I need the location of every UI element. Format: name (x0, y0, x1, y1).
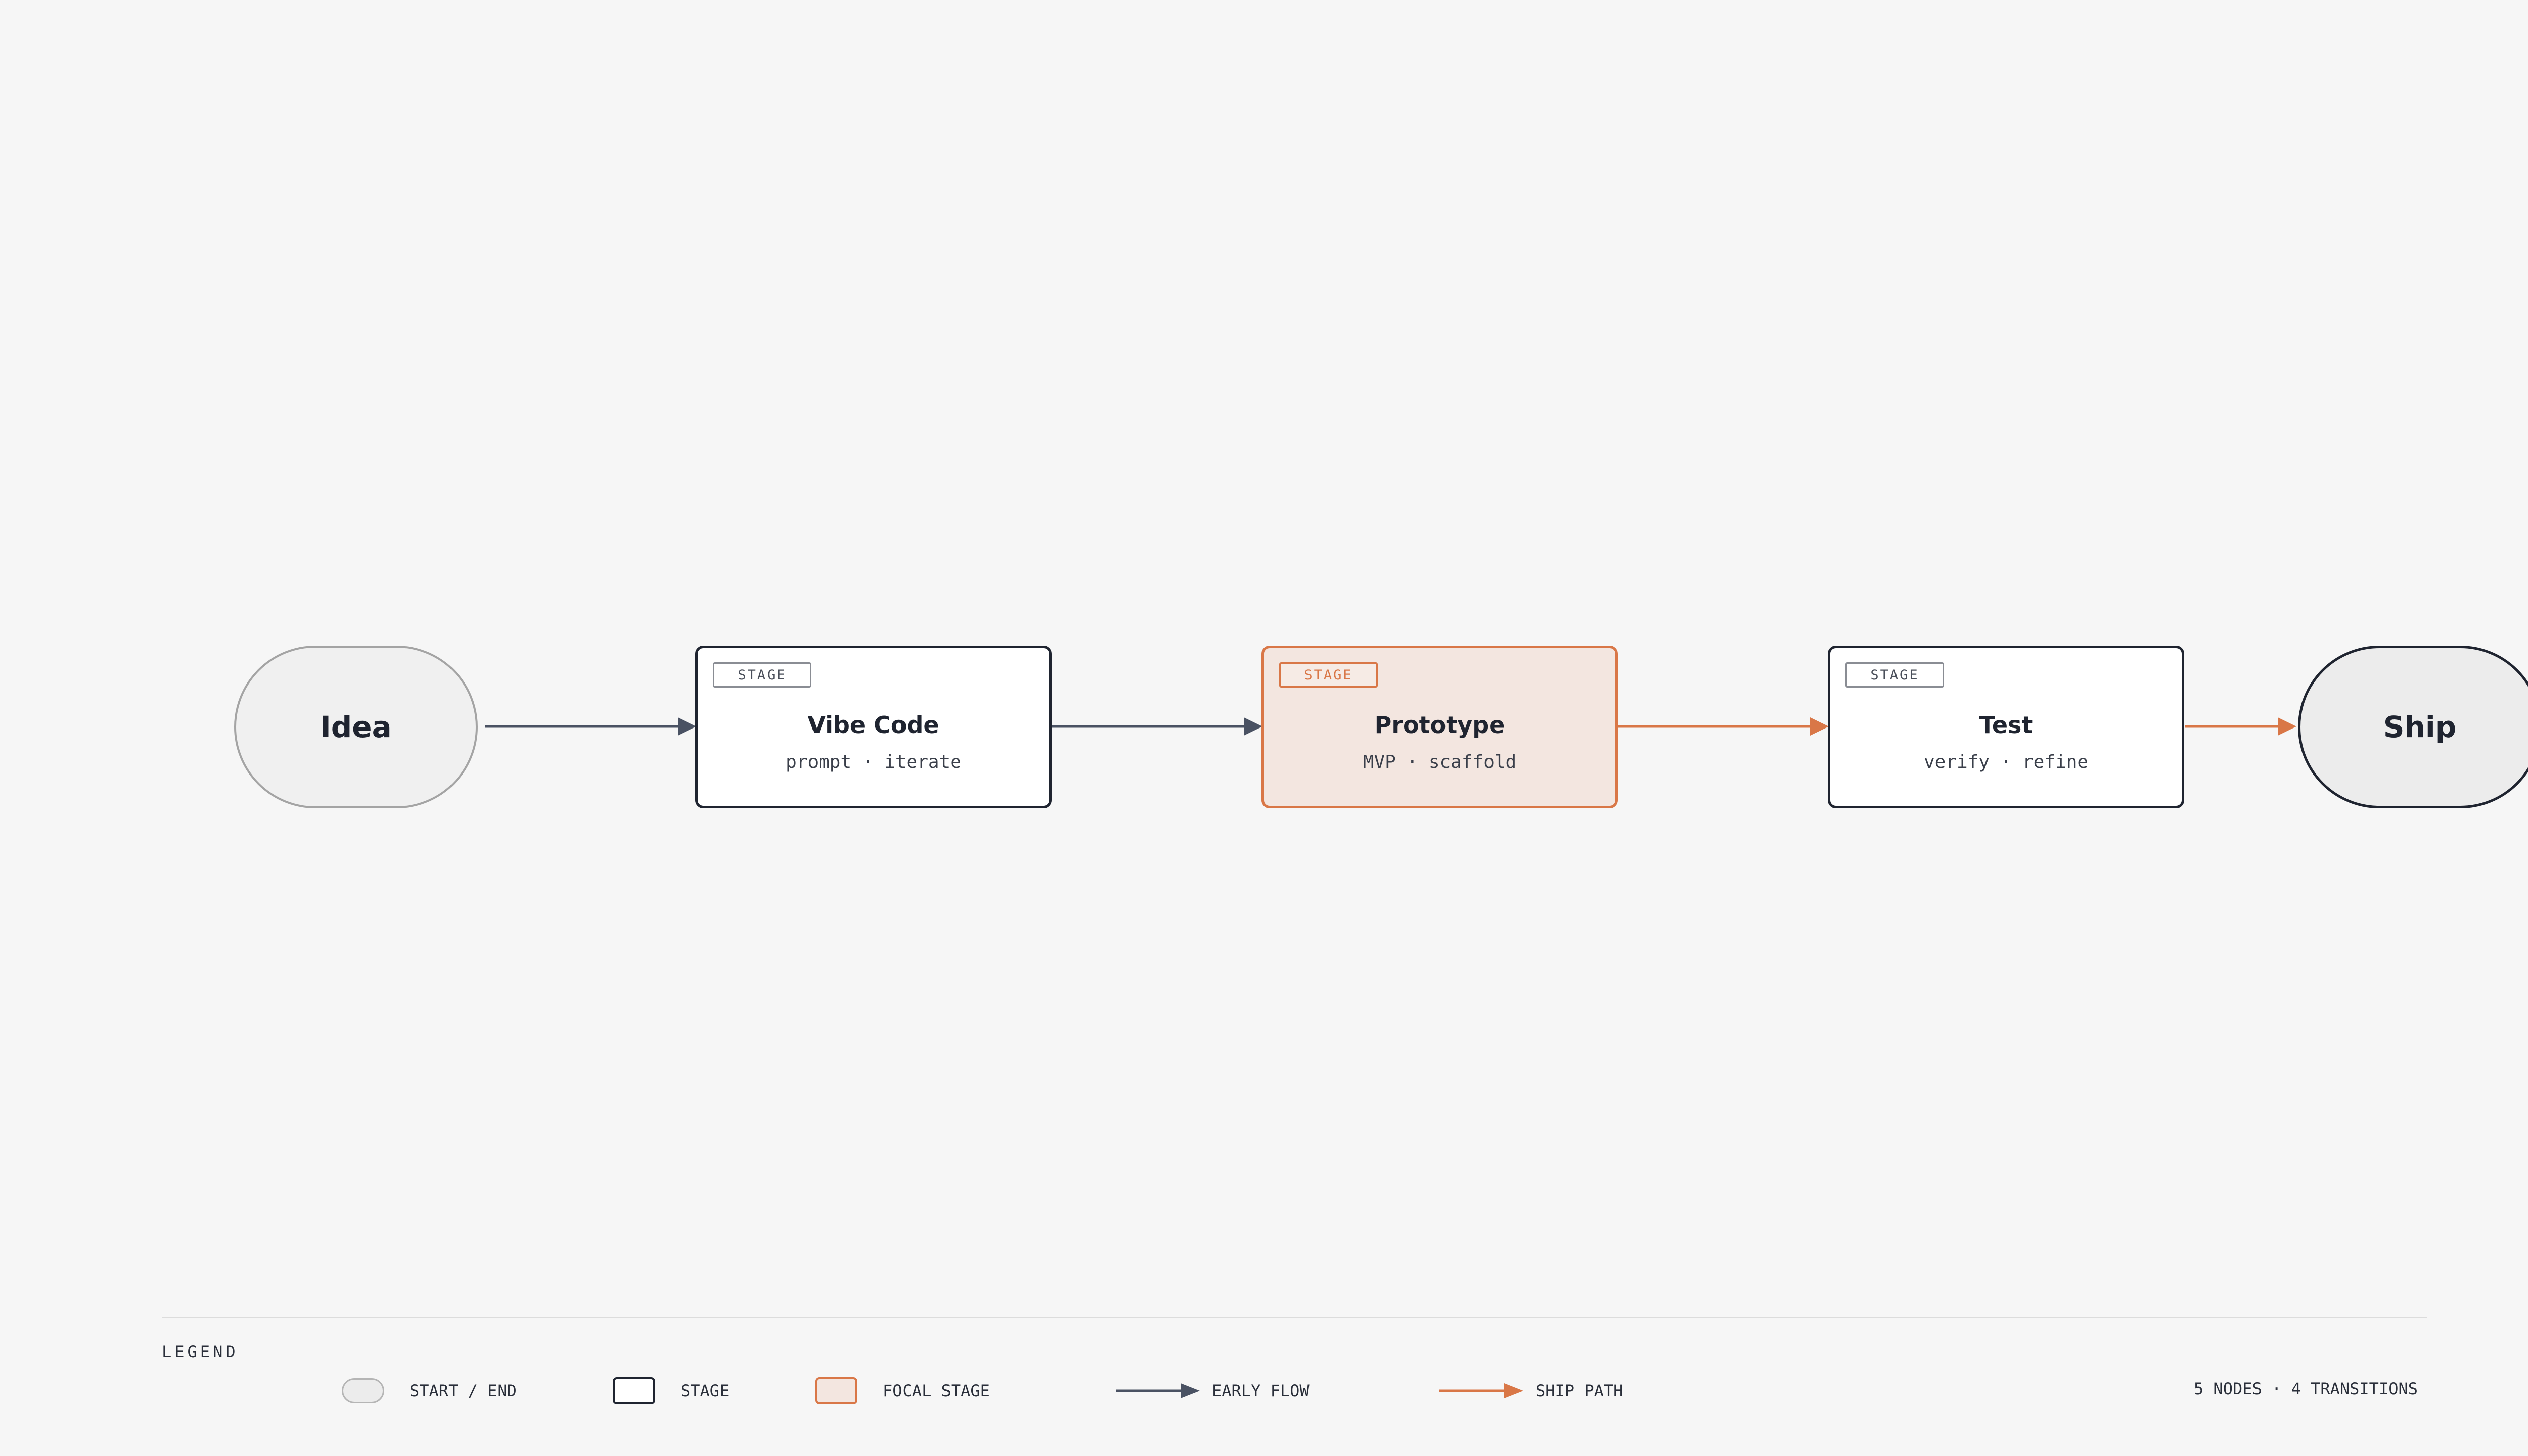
arrowhead-ship (1810, 717, 1829, 736)
legend-item-start-end: START / END (342, 1373, 517, 1409)
legend-label: START / END (410, 1381, 517, 1400)
stage-subtitle: prompt · iterate (786, 752, 961, 772)
stage-node-vibe-code[interactable]: STAGE Vibe Code prompt · iterate (695, 646, 1052, 808)
stage-subtitle: verify · refine (1923, 752, 2089, 772)
edge-vibe-code-to-prototype (1052, 717, 1262, 736)
edge-idea-to-vibe-code (485, 717, 696, 736)
legend-item-ship-path: SHIP PATH (1438, 1373, 1623, 1409)
end-node[interactable]: Ship (2298, 646, 2528, 808)
ship-path-arrow-icon (1439, 1383, 1523, 1398)
end-node-label: Ship (2383, 710, 2457, 744)
stage-node-prototype[interactable]: STAGE Prototype MVP · scaffold (1261, 646, 1618, 808)
stage-title: Test (1979, 711, 2033, 739)
stage-swatch-icon (613, 1377, 655, 1404)
legend-item-early-flow: EARLY FLOW (1115, 1373, 1310, 1409)
start-node-label: Idea (320, 710, 392, 744)
arrowhead-early (678, 717, 696, 736)
legend-label: STAGE (681, 1381, 730, 1400)
early-flow-arrow-icon (1116, 1383, 1200, 1398)
legend-divider (162, 1317, 2427, 1318)
arrowhead-ship (2278, 717, 2296, 736)
stage-title: Vibe Code (807, 711, 939, 739)
stage-node-test[interactable]: STAGE Test verify · refine (1828, 646, 2184, 808)
legend-item-stage: STAGE (613, 1373, 729, 1409)
legend-label: EARLY FLOW (1212, 1381, 1310, 1400)
edge-prototype-to-test (1618, 717, 1829, 736)
stage-title: Prototype (1374, 711, 1505, 739)
stage-tag: STAGE (1845, 662, 1944, 688)
legend-title: LEGEND (162, 1342, 239, 1361)
edge-test-to-ship (2185, 717, 2296, 736)
start-end-swatch-icon (342, 1378, 384, 1403)
stage-tag: STAGE (1279, 662, 1378, 688)
legend-label: SHIP PATH (1536, 1381, 1623, 1400)
arrowhead-early (1244, 717, 1262, 736)
legend-label: FOCAL STAGE (883, 1381, 990, 1400)
legend-summary: 5 NODES · 4 TRANSITIONS (2193, 1379, 2418, 1398)
stage-subtitle: MVP · scaffold (1363, 752, 1517, 772)
stage-tag: STAGE (713, 662, 811, 688)
legend-item-focal-stage: FOCAL STAGE (815, 1373, 990, 1409)
focal-stage-swatch-icon (815, 1377, 857, 1404)
start-node[interactable]: Idea (234, 646, 478, 808)
